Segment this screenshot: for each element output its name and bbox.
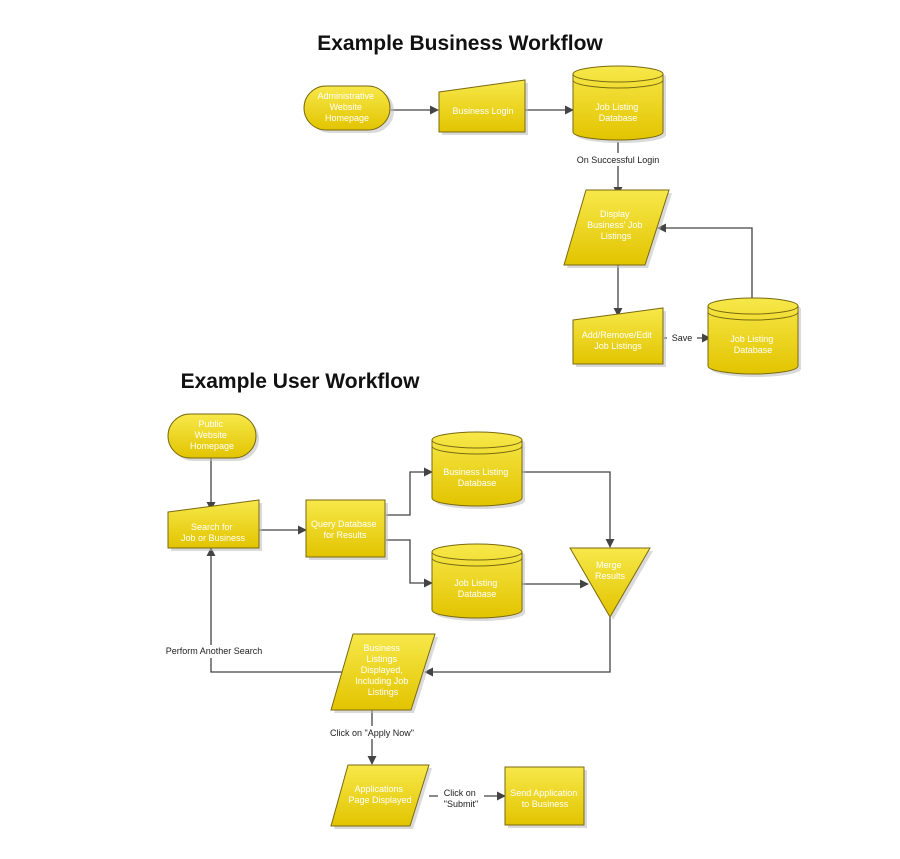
user-workflow-edges <box>206 458 615 801</box>
node-job-listing-database-2: Job Listing Database <box>707 297 801 377</box>
edge-label-bg <box>160 645 268 658</box>
edge-label-on-successful-login: On Successful Login <box>577 155 660 165</box>
node-business-listing-database: Business Listing Database <box>431 431 525 509</box>
edge-business-database-to-merge <box>522 471 615 548</box>
edge-query-to-business-database <box>386 467 433 516</box>
node-label: Business Login <box>452 106 513 116</box>
edge-label-save: Save <box>672 333 693 343</box>
node-label: Merge Results <box>595 560 626 581</box>
node-label: Add/Remove/Edit Job Listings <box>582 330 655 351</box>
node-label: Job Listing Database <box>595 102 641 123</box>
node-label: Send Application to Business <box>510 788 580 809</box>
node-applications-page: Applications Page Displayed <box>330 764 432 829</box>
node-label: Administrative Website Homepage <box>317 91 376 123</box>
node-send-application: Send Application to Business <box>504 766 587 828</box>
node-business-login: Business Login <box>438 79 528 135</box>
node-public-homepage: Public Website Homepage <box>167 413 259 461</box>
node-display-business-job-listings: Display Business' Job Listings <box>563 189 672 268</box>
node-job-listing-database: Job Listing Database <box>431 543 525 621</box>
node-label: Job Listing Database <box>454 578 500 599</box>
user-workflow-title: Example User Workflow <box>181 370 421 393</box>
node-administrative-homepage: Administrative Website Homepage <box>303 85 394 133</box>
node-listings-displayed: Business Listings Displayed, Including J… <box>330 633 438 713</box>
edge-merge-to-listings-displayed <box>424 617 611 677</box>
edge-label-bg <box>566 153 670 166</box>
node-label: Display Business' Job Listings <box>587 209 645 241</box>
node-label: Applications Page Displayed <box>348 784 411 805</box>
edge-label-click-apply-now: Click on "Apply Now" <box>330 728 414 738</box>
node-label: Business Listing Database <box>443 467 511 488</box>
edge-database-to-display-loop <box>657 223 753 306</box>
node-merge-results: Merge Results <box>569 547 653 620</box>
node-label: Job Listing Database <box>730 334 776 355</box>
business-workflow-title: Example Business Workflow <box>317 32 603 55</box>
edge-listings-to-search-loop <box>206 547 343 673</box>
business-workflow-edges <box>391 105 753 343</box>
node-query-database: Query Database for Results <box>305 499 388 560</box>
edge-label-bg <box>667 332 697 344</box>
edge-label-bg <box>438 787 484 811</box>
node-label: Business Listings Displayed, Including J… <box>355 643 411 697</box>
node-label: Query Database for Results <box>311 519 379 540</box>
edge-label-perform-another-search: Perform Another Search <box>166 646 263 656</box>
node-job-listing-database-1: Job Listing Database <box>572 65 666 143</box>
edge-label-click-submit: Click on "Submit" <box>444 788 479 809</box>
edge-label-bg <box>322 726 422 739</box>
node-search-job-or-business: Search for Job or Business <box>167 499 262 551</box>
edge-query-to-job-database <box>386 539 433 588</box>
node-add-remove-edit-listings: Add/Remove/Edit Job Listings <box>572 307 666 367</box>
node-label: Search for Job or Business <box>181 522 246 543</box>
node-label: Public Website Homepage <box>190 419 234 451</box>
